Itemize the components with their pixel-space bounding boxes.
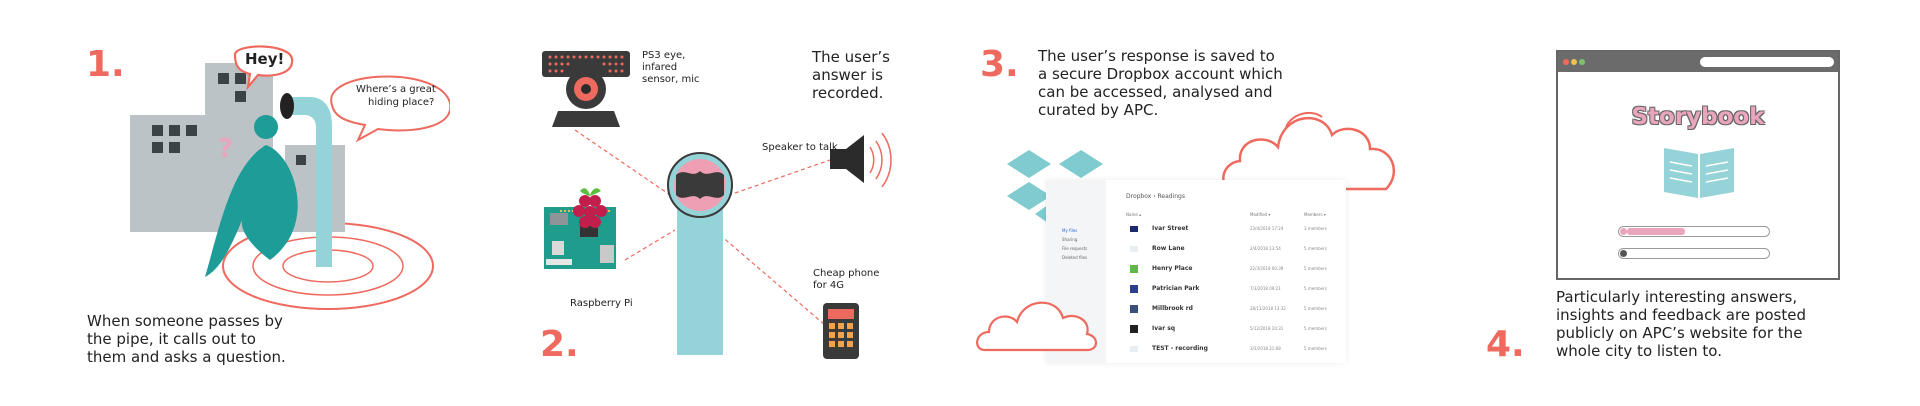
row-name: Henry Place — [1152, 265, 1193, 272]
ps3-eye-body — [542, 51, 630, 77]
row-modified: 2/4/2018 13:54 — [1250, 246, 1281, 251]
speaker-icon — [830, 149, 846, 169]
row-name: Ivar Street — [1152, 225, 1189, 232]
window-maximize-icon[interactable] — [1579, 59, 1585, 65]
dropbox-breadcrumb[interactable]: Dropbox › Readings — [1126, 193, 1185, 200]
step-2-number: 2. — [540, 324, 579, 365]
step-4-caption: Particularly interesting answers, insigh… — [1556, 288, 1806, 360]
question-mark: ? — [218, 134, 233, 164]
row-members: 5 members — [1304, 286, 1327, 291]
folder-icon — [1130, 305, 1138, 313]
dropbox-sidebar-item[interactable]: Sharing — [1062, 237, 1078, 242]
cloud-bottom-left — [976, 301, 1098, 352]
audio-progress-fill — [1627, 228, 1685, 235]
audio-player-2[interactable] — [1618, 248, 1770, 259]
column-header-name[interactable]: Name ▴ — [1126, 212, 1142, 217]
person-body — [205, 145, 298, 277]
window-minimize-icon[interactable] — [1571, 59, 1577, 65]
row-members: 5 members — [1304, 306, 1327, 311]
row-members: 5 members — [1304, 326, 1327, 331]
open-book-icon — [1664, 148, 1734, 198]
row-modified: 28/11/2018 13:32 — [1250, 306, 1286, 311]
row-modified: 7/3/2018 09:21 — [1250, 286, 1281, 291]
ps3-eye-label: PS3 eye, infared sensor, mic — [642, 50, 700, 85]
speaker-label: Speaker to talk — [762, 142, 838, 153]
raspberry-pi-label: Raspberry Pi — [570, 298, 633, 309]
bubble-hey — [233, 45, 294, 91]
row-name: Millbrook rd — [1152, 305, 1193, 312]
dropbox-sidebar-item[interactable]: File requests — [1062, 246, 1088, 251]
folder-icon — [1130, 285, 1138, 293]
browser-address-bar[interactable] — [1700, 57, 1834, 67]
step-2-illustration — [542, 51, 892, 359]
folder-icon — [1130, 346, 1138, 352]
phone-label: Cheap phone for 4G — [813, 268, 880, 291]
folder-icon — [1130, 246, 1138, 252]
row-modified: 22/3/2018 00:39 — [1250, 266, 1284, 271]
step-1-caption: When someone passes by the pipe, it call… — [87, 312, 286, 366]
column-header-members[interactable]: Members ▾ — [1304, 212, 1326, 217]
column-header-modified[interactable]: Modified ▾ — [1250, 212, 1271, 217]
audio-player-1[interactable] — [1618, 226, 1770, 237]
storybook-title: Storybook — [1631, 104, 1765, 130]
table-row[interactable]: Ivar sq 5/12/2018 20:31 5 members — [1126, 320, 1416, 340]
dropbox-sidebar-item[interactable]: Deleted files — [1062, 255, 1088, 260]
raspberry-logo — [573, 188, 607, 228]
bubble-question — [330, 75, 450, 143]
cloud-top-right — [1222, 111, 1396, 191]
dropbox-table: Ivar Street 23/4/2018 17:24 3 members Ro… — [1126, 220, 1346, 360]
bubble-question-text: Where’s a great hiding place? — [356, 84, 439, 108]
row-name: TEST - recording — [1152, 345, 1208, 352]
browser-window: Storybook — [1556, 50, 1840, 280]
row-modified: 3/3/2018 21:08 — [1250, 346, 1281, 351]
table-row[interactable]: Ivar Street 23/4/2018 17:24 3 members — [1126, 220, 1416, 240]
table-row[interactable]: Patrician Park 7/3/2018 09:21 5 members — [1126, 280, 1416, 300]
row-modified: 5/12/2018 20:31 — [1250, 326, 1284, 331]
folder-icon — [1130, 325, 1138, 333]
step-1-number: 1. — [86, 44, 125, 85]
browser-titlebar — [1558, 52, 1838, 72]
table-row[interactable]: Row Lane 2/4/2018 13:54 5 members — [1126, 240, 1416, 260]
table-row[interactable]: Henry Place 22/3/2018 00:39 5 members — [1126, 260, 1416, 280]
pipe-mouth — [280, 93, 294, 119]
table-row[interactable]: TEST - recording 3/3/2018 21:08 5 member… — [1126, 340, 1416, 360]
raspberry-pi — [544, 207, 616, 269]
window-close-icon[interactable] — [1563, 59, 1569, 65]
bubble-hey-text: Hey! — [245, 50, 284, 68]
person-head — [254, 115, 278, 139]
row-members: 5 members — [1304, 266, 1327, 271]
row-members: 5 members — [1304, 246, 1327, 251]
ps3-eye-stand — [552, 111, 620, 127]
step-3-number: 3. — [980, 44, 1019, 85]
row-members: 3 members — [1304, 226, 1327, 231]
row-modified: 23/4/2018 17:24 — [1250, 226, 1284, 231]
row-name: Ivar sq — [1152, 325, 1176, 332]
table-row[interactable]: Millbrook rd 28/11/2018 13:32 5 members — [1126, 300, 1416, 320]
pipe — [288, 97, 332, 267]
step-1-illustration: ? Hey! Where’s a great hiding place? — [130, 45, 450, 310]
folder-icon — [1130, 226, 1138, 232]
dropbox-sidebar-item[interactable]: My files — [1062, 228, 1078, 233]
play-icon[interactable] — [1620, 250, 1627, 257]
step-2-answer-text: The user’s answer is recorded. — [812, 48, 890, 102]
step-3-caption: The user’s response is saved to a secure… — [1038, 47, 1283, 119]
row-name: Patrician Park — [1152, 285, 1200, 292]
step-4-number: 4. — [1486, 324, 1525, 365]
row-members: 5 members — [1304, 346, 1327, 351]
folder-icon — [1130, 265, 1138, 273]
row-name: Row Lane — [1152, 245, 1185, 252]
play-icon[interactable] — [1620, 228, 1627, 235]
